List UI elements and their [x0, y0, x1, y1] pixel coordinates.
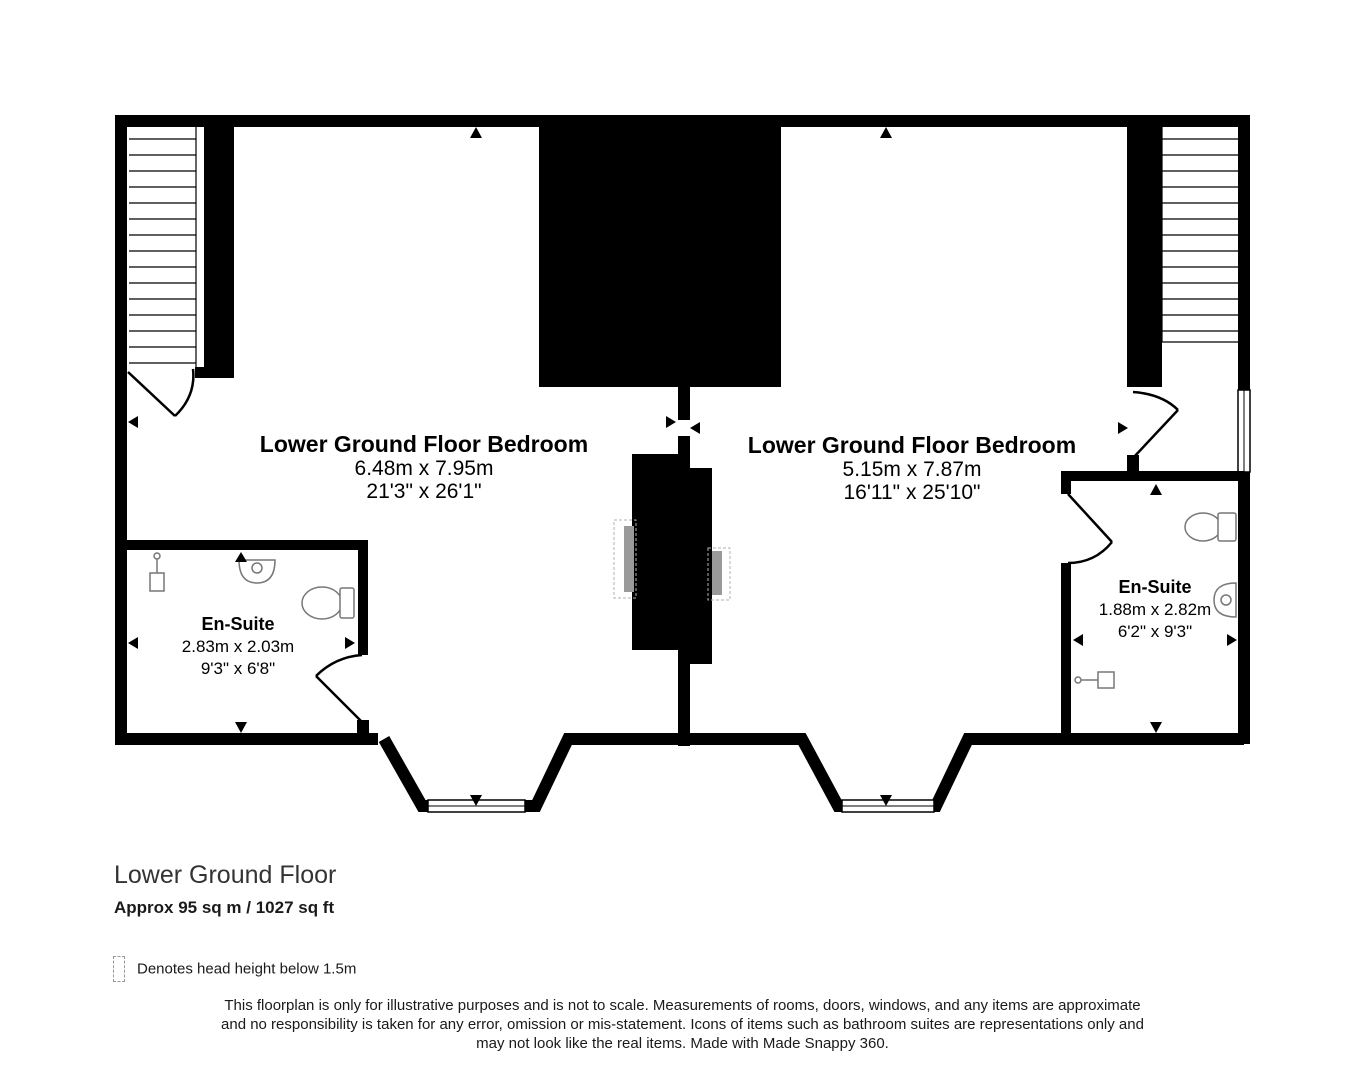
head-height-swatch-icon	[113, 956, 125, 982]
left-bedroom-metric: 6.48m x 7.95m	[355, 457, 494, 480]
right-bedroom-metric: 5.15m x 7.87m	[843, 458, 982, 481]
floor-title: Lower Ground Floor	[114, 861, 337, 889]
right-bedroom-imperial: 16'11" x 25'10"	[844, 481, 981, 504]
central-wall	[539, 121, 781, 746]
measurement-markers	[128, 127, 1237, 806]
right-ensuite-walls	[1061, 471, 1244, 744]
right-ensuite-name: En-Suite	[1118, 577, 1191, 597]
disclaimer-line-1: This floorplan is only for illustrative …	[224, 997, 1141, 1014]
left-ensuite-fixtures	[149, 552, 355, 620]
right-ensuite-door	[1067, 493, 1113, 565]
left-bedroom-name: Lower Ground Floor Bedroom	[260, 431, 588, 457]
right-staircase	[1127, 121, 1251, 477]
left-ensuite-metric: 2.83m x 2.03m	[182, 637, 294, 656]
right-ensuite-fixtures	[1074, 512, 1237, 689]
right-bedroom-name: Lower Ground Floor Bedroom	[748, 432, 1076, 458]
left-ensuite-door-jamb	[357, 720, 369, 742]
fireplace-hearth	[624, 526, 722, 595]
floor-plan: Lower Ground Floor Bedroom 6.48m x 7.95m…	[115, 115, 1251, 813]
left-ensuite-name: En-Suite	[201, 614, 274, 634]
disclaimer-line-3: may not look like the real items. Made w…	[476, 1035, 889, 1052]
left-staircase	[127, 121, 234, 417]
left-ensuite-walls	[121, 540, 368, 655]
right-ensuite-imperial: 6'2" x 9'3"	[1118, 622, 1192, 641]
floor-area: Approx 95 sq m / 1027 sq ft	[114, 898, 335, 917]
left-ensuite-imperial: 9'3" x 6'8"	[201, 659, 275, 678]
legend-text: Denotes head height below 1.5m	[137, 960, 357, 978]
head-height-area	[613, 519, 731, 601]
left-bedroom-imperial: 21'3" x 26'1"	[366, 480, 481, 503]
right-ensuite-metric: 1.88m x 2.82m	[1099, 600, 1211, 619]
disclaimer: This floorplan is only for illustrative …	[160, 996, 1205, 1053]
legend: Denotes head height below 1.5m	[113, 956, 356, 982]
left-ensuite-door	[315, 653, 363, 723]
disclaimer-line-2: and no responsibility is taken for any e…	[221, 1016, 1144, 1033]
